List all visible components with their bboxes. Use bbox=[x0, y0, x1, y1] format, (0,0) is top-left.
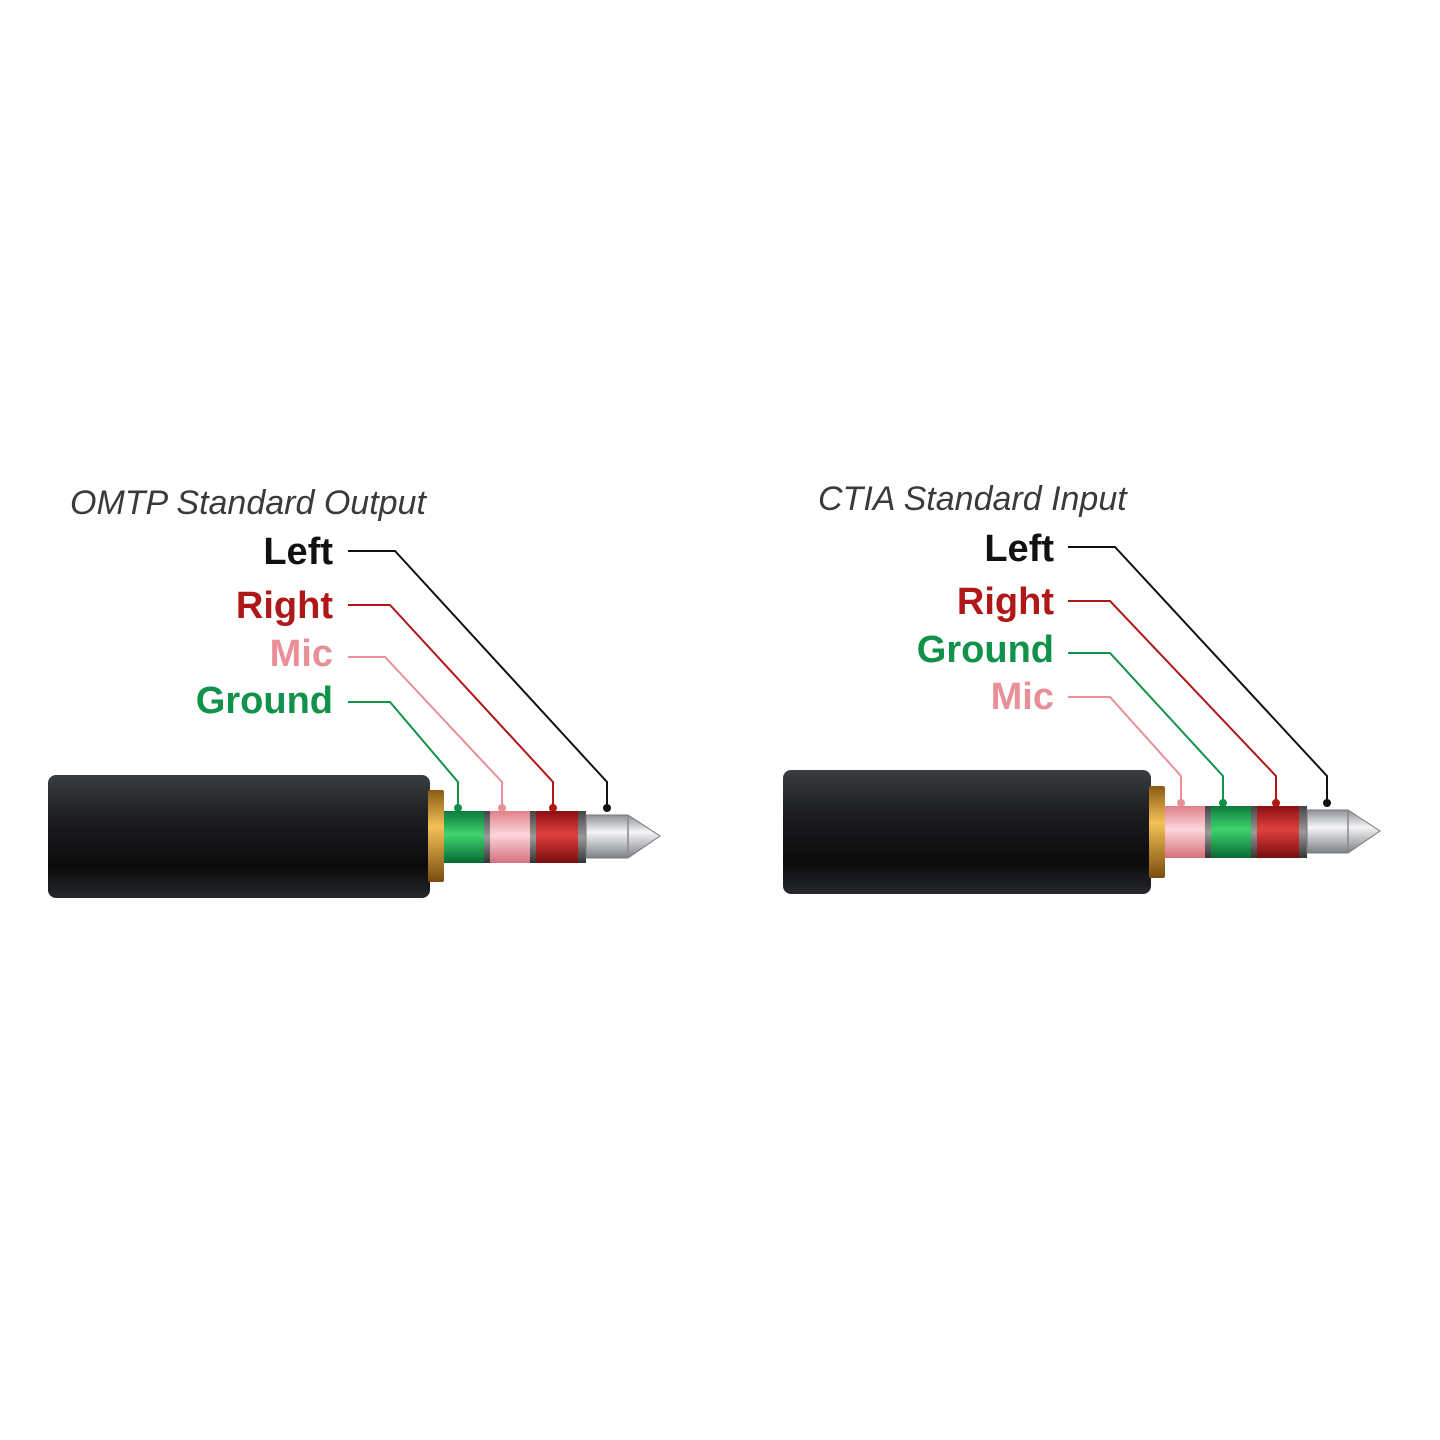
omtp-leader-right bbox=[348, 604, 554, 806]
omtp-ring-mic bbox=[490, 811, 530, 863]
ctia-title: CTIA Standard Input bbox=[818, 480, 1128, 518]
ctia-leader-mic bbox=[1068, 696, 1182, 800]
ctia-label-mic: Mic bbox=[991, 676, 1054, 718]
ctia-tip-left bbox=[1306, 809, 1381, 854]
ctia-dot-mic bbox=[1177, 799, 1185, 807]
omtp-insulator-2 bbox=[530, 811, 536, 863]
omtp-plug-sleeve bbox=[48, 775, 430, 898]
omtp-dot-mic bbox=[498, 804, 506, 812]
ctia-ring-mic bbox=[1165, 806, 1205, 858]
omtp-insulator-3 bbox=[578, 811, 586, 863]
omtp-dot-left bbox=[603, 804, 611, 812]
omtp-tip-left bbox=[585, 814, 661, 859]
ctia-dot-right bbox=[1272, 799, 1280, 807]
omtp-ring-right bbox=[536, 811, 578, 863]
omtp-ring-ground bbox=[444, 811, 484, 863]
omtp-label-left: Left bbox=[263, 531, 333, 573]
ctia-insulator-2 bbox=[1251, 806, 1257, 858]
omtp-label-mic: Mic bbox=[270, 633, 333, 675]
ctia-dot-left bbox=[1323, 799, 1331, 807]
ctia-leader-ground bbox=[1068, 652, 1224, 800]
omtp-leader-mic bbox=[348, 656, 503, 806]
omtp-label-ground: Ground bbox=[196, 680, 333, 722]
omtp-title: OMTP Standard Output bbox=[70, 484, 427, 522]
omtp-diagram: OMTP Standard Output Left Right Mic Grou… bbox=[48, 484, 661, 898]
ctia-label-left: Left bbox=[984, 528, 1054, 570]
omtp-dot-right bbox=[549, 804, 557, 812]
omtp-plug-collar bbox=[428, 790, 444, 882]
ctia-label-ground: Ground bbox=[917, 629, 1054, 671]
ctia-leader-right bbox=[1068, 600, 1277, 800]
ctia-leader-left bbox=[1068, 546, 1328, 800]
ctia-ring-ground bbox=[1211, 806, 1251, 858]
ctia-plug-sleeve bbox=[783, 770, 1151, 894]
ctia-dot-ground bbox=[1219, 799, 1227, 807]
omtp-label-right: Right bbox=[236, 585, 333, 627]
ctia-diagram: CTIA Standard Input Left Right Ground Mi… bbox=[783, 480, 1381, 894]
ctia-ring-right bbox=[1257, 806, 1299, 858]
ctia-label-right: Right bbox=[957, 581, 1054, 623]
ctia-insulator-3 bbox=[1299, 806, 1307, 858]
omtp-leader-left bbox=[348, 550, 608, 806]
omtp-dot-ground bbox=[454, 804, 462, 812]
ctia-insulator-1 bbox=[1205, 806, 1211, 858]
omtp-insulator-1 bbox=[484, 811, 490, 863]
ctia-plug-collar bbox=[1149, 786, 1165, 878]
omtp-leader-ground bbox=[348, 701, 459, 806]
